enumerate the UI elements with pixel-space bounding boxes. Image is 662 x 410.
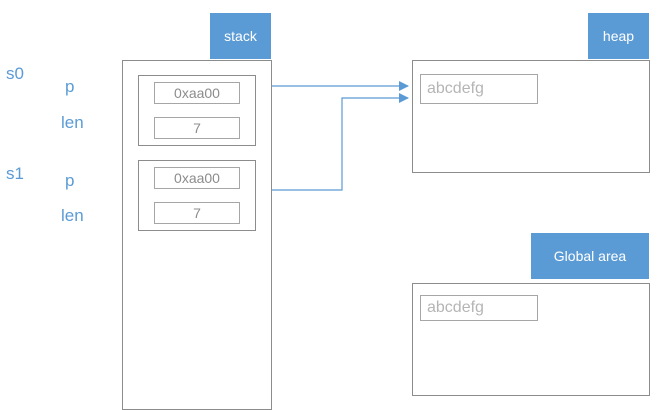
field-label-p: p [65, 171, 75, 190]
length-cell: 7 [154, 117, 240, 139]
heap-string-cell: abcdefg [420, 74, 538, 104]
global-string-cell: abcdefg [420, 295, 538, 321]
global-area-label: Global area [531, 233, 649, 279]
stack-label: stack [210, 13, 271, 59]
field-label-p: p [65, 77, 75, 96]
field-label-len: len [61, 206, 84, 225]
arrow-s1-to-heap [272, 93, 409, 191]
length-cell: 7 [154, 202, 240, 224]
pointer-cell: 0xaa00 [154, 82, 240, 104]
field-label-len: len [61, 113, 84, 132]
pointer-cell: 0xaa00 [154, 167, 240, 189]
struct-name-s0: s0 [6, 64, 24, 83]
struct-name-s1: s1 [6, 164, 24, 183]
heap-label: heap [588, 13, 649, 59]
